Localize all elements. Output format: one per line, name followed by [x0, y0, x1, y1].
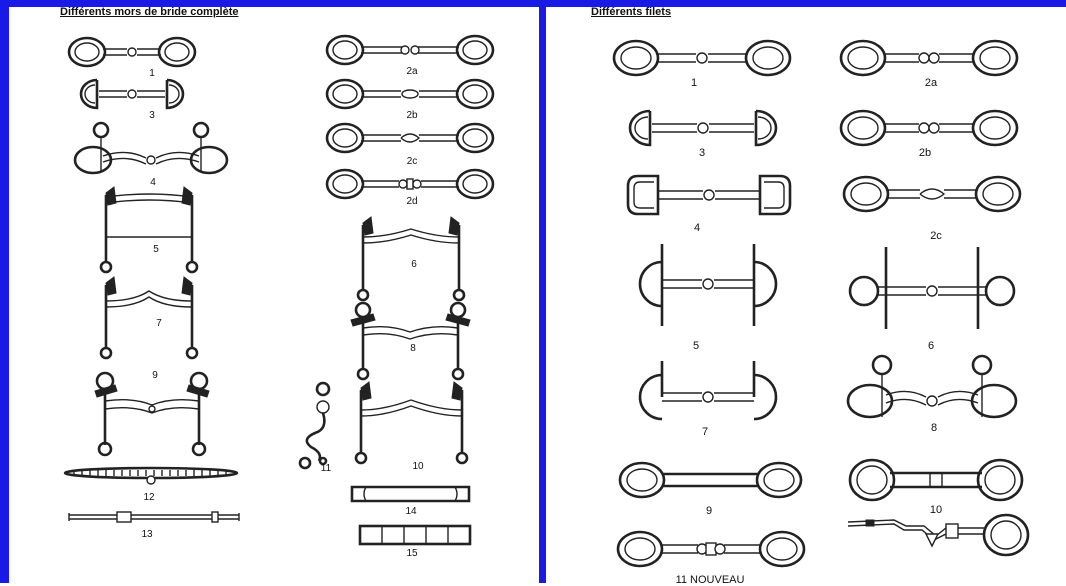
snaffle-9-label: 9	[705, 505, 713, 517]
snaffle-2a-figure	[839, 37, 1019, 79]
snaffle-11-label: 11 NOUVEAU	[675, 574, 745, 586]
right-panel-title: Différents filets	[591, 6, 672, 18]
bit-15-figure	[358, 524, 473, 546]
bit-15-label: 15	[406, 548, 418, 559]
bit-2c-figure	[325, 120, 495, 156]
bit-6-figure	[351, 215, 471, 305]
bit-2a-figure	[325, 33, 495, 67]
bit-10-label: 10	[412, 461, 424, 472]
snaffle-4-figure	[624, 172, 794, 218]
bit-2b-figure	[325, 77, 495, 111]
snaffle-2c-figure	[842, 173, 1022, 215]
bit-8-figure	[343, 300, 478, 382]
snaffle-8-label: 8	[930, 422, 938, 434]
bit-7-figure	[94, 275, 204, 361]
bit-2a-label: 2a	[406, 66, 418, 77]
bit-2c-label: 2c	[406, 156, 418, 167]
bit-2b-label: 2b	[406, 110, 418, 121]
snaffle-11-figure	[616, 527, 806, 571]
right-panel: Différents filets 1 3 4	[546, 6, 1066, 586]
bit-5-label: 5	[153, 244, 159, 255]
bit-11-figure	[293, 381, 343, 471]
snaffle-1-label: 1	[690, 77, 698, 89]
bit-5-figure	[94, 185, 204, 277]
bit-10-figure	[349, 380, 474, 468]
bit-13-figure	[67, 509, 242, 525]
bit-3-label: 3	[149, 110, 155, 121]
bit-8-label: 8	[410, 343, 416, 354]
bit-4-figure	[71, 120, 231, 178]
snaffle-8-figure	[842, 353, 1022, 421]
bit-2d-figure	[325, 167, 495, 201]
bit-12-figure	[63, 465, 239, 485]
bit-14-figure	[348, 484, 473, 504]
bit-3-figure	[67, 77, 197, 111]
bit-1-label: 1	[149, 68, 155, 79]
snaffle-accessory-figure	[846, 510, 1036, 560]
snaffle-5-label: 5	[692, 340, 700, 352]
bit-9-label: 9	[152, 370, 158, 381]
snaffle-2c-label: 2c	[930, 230, 942, 242]
snaffle-7-figure	[618, 357, 798, 427]
snaffle-2b-figure	[839, 107, 1019, 149]
snaffle-1-figure	[612, 37, 792, 79]
left-panel: Différents mors de bride complète 1 3 4	[9, 6, 539, 583]
snaffle-3-figure	[614, 107, 792, 149]
frame-left-border	[0, 0, 9, 583]
bit-9-figure	[87, 367, 217, 459]
snaffle-10-label: 10	[929, 504, 943, 516]
bit-12-label: 12	[143, 492, 155, 503]
bit-7-label: 7	[156, 318, 162, 329]
bit-13-label: 13	[141, 529, 153, 540]
bit-1-figure	[67, 35, 197, 69]
snaffle-2b-label: 2b	[918, 147, 932, 159]
snaffle-5-figure	[618, 240, 798, 330]
snaffle-2a-label: 2a	[924, 77, 938, 89]
frame-divider	[539, 0, 546, 583]
snaffle-10-figure	[846, 455, 1026, 505]
snaffle-6-label: 6	[927, 340, 935, 352]
snaffle-3-label: 3	[698, 147, 706, 159]
bit-6-label: 6	[411, 259, 417, 270]
snaffle-6-figure	[842, 243, 1022, 333]
left-panel-title: Différents mors de bride complète	[60, 6, 239, 18]
snaffle-7-label: 7	[701, 426, 709, 438]
bit-2d-label: 2d	[406, 196, 418, 207]
bit-14-label: 14	[405, 506, 417, 517]
bit-4-label: 4	[150, 177, 156, 188]
frame-top-border	[0, 0, 1066, 7]
snaffle-9-figure	[618, 459, 803, 501]
snaffle-4-label: 4	[693, 222, 701, 234]
bit-11-label: 11	[320, 463, 332, 474]
